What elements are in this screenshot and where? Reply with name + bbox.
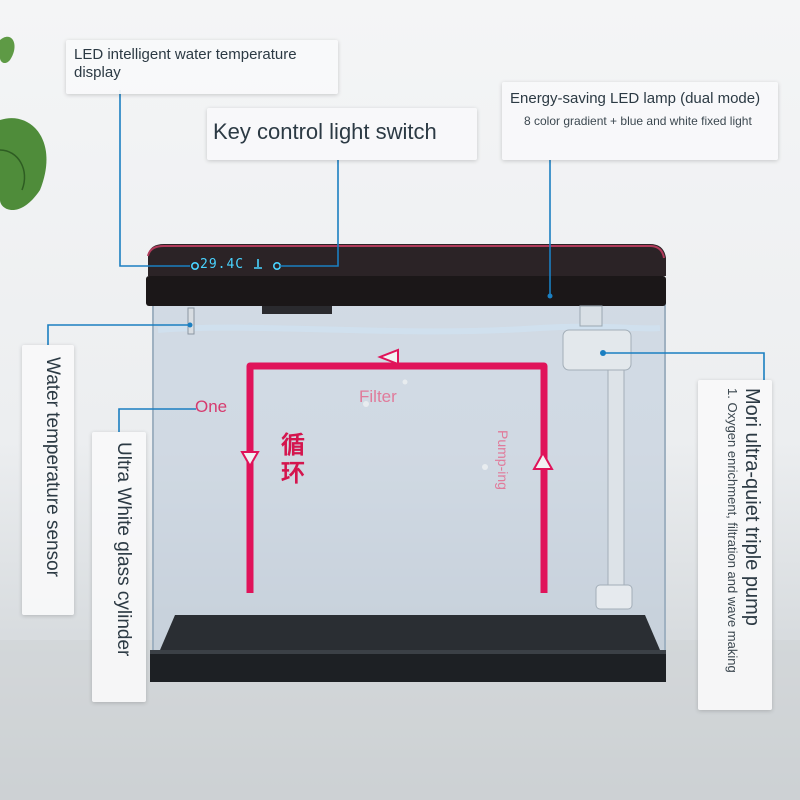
cycle-chinese-label: 循环	[281, 432, 305, 487]
thermometer-icon	[254, 259, 262, 269]
flow-label-pumping: Pump-ing	[495, 430, 511, 490]
flow-label-pumping-2: ing	[495, 471, 511, 490]
flow-label-filter: Filter	[359, 387, 397, 406]
pointer-lines	[47, 90, 765, 432]
callout-led-display: LED intelligent water temperature displa…	[66, 40, 338, 94]
pump-title: Mori ultra-quiet triple pump	[741, 388, 763, 626]
display-dot-icon	[191, 261, 200, 270]
pump-subtitle: 1. Oxygen enrichment, filtration and wav…	[725, 388, 740, 673]
arrow-down-icon	[240, 451, 260, 469]
arrow-left-icon	[377, 348, 399, 366]
arrow-up-icon	[532, 450, 554, 470]
lamp-subtitle: 8 color gradient + blue and white fixed …	[524, 114, 752, 128]
flow-label-one: One	[195, 397, 228, 416]
callout-water-sensor: Water temperature sensor	[22, 345, 74, 615]
callout-key-control: Key control light switch	[207, 108, 477, 160]
temperature-readout: 29.4C	[200, 257, 245, 272]
callout-pump: Mori ultra-quiet triple pump 1. Oxygen e…	[698, 380, 772, 710]
glass-tank	[150, 299, 666, 682]
plant-leaves	[0, 36, 47, 210]
flow-label-pumping-1: Pump-	[495, 430, 511, 472]
callout-glass-cylinder: Ultra White glass cylinder	[92, 432, 146, 702]
callout-led-lamp: Energy-saving LED lamp (dual mode) 8 col…	[502, 82, 778, 160]
sensor-probe	[187, 307, 195, 335]
lid	[146, 244, 666, 314]
circulation-loop	[240, 348, 554, 593]
pump	[562, 305, 633, 610]
lamp-title: Energy-saving LED lamp (dual mode)	[510, 90, 761, 107]
